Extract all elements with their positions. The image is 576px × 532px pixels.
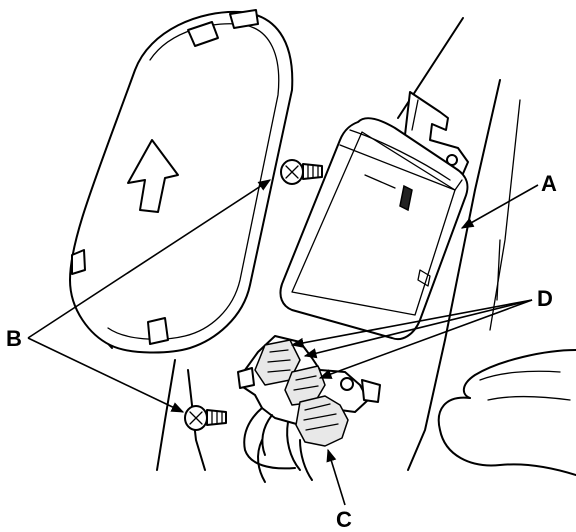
cover-tab-top-right [229, 9, 259, 29]
label-c: C [336, 507, 352, 532]
cover-tab-left [71, 249, 86, 275]
screw-b-lower [184, 405, 227, 431]
leader-lines [27, 179, 539, 506]
connector-c [295, 395, 349, 447]
screw-b-upper [280, 159, 323, 185]
label-a: A [541, 171, 557, 196]
leader-c [326, 448, 346, 506]
label-d: D [537, 286, 553, 311]
cover-panel [69, 9, 294, 354]
module-slot [399, 184, 413, 212]
leader-d-1 [290, 299, 533, 348]
wire-harness [243, 407, 313, 483]
control-module-a [279, 117, 469, 340]
leader-d-2 [303, 299, 533, 359]
cover-tab-bottom [147, 317, 169, 345]
side-handle [437, 349, 576, 476]
leader-b-upper [27, 179, 272, 339]
leader-d-3 [318, 299, 533, 379]
label-b: B [6, 326, 22, 351]
cover-tab-top [187, 21, 219, 47]
up-arrow-icon [127, 139, 179, 213]
leader-a [460, 184, 539, 229]
leader-b-lower [27, 337, 185, 413]
assembly-bolt [340, 377, 354, 391]
